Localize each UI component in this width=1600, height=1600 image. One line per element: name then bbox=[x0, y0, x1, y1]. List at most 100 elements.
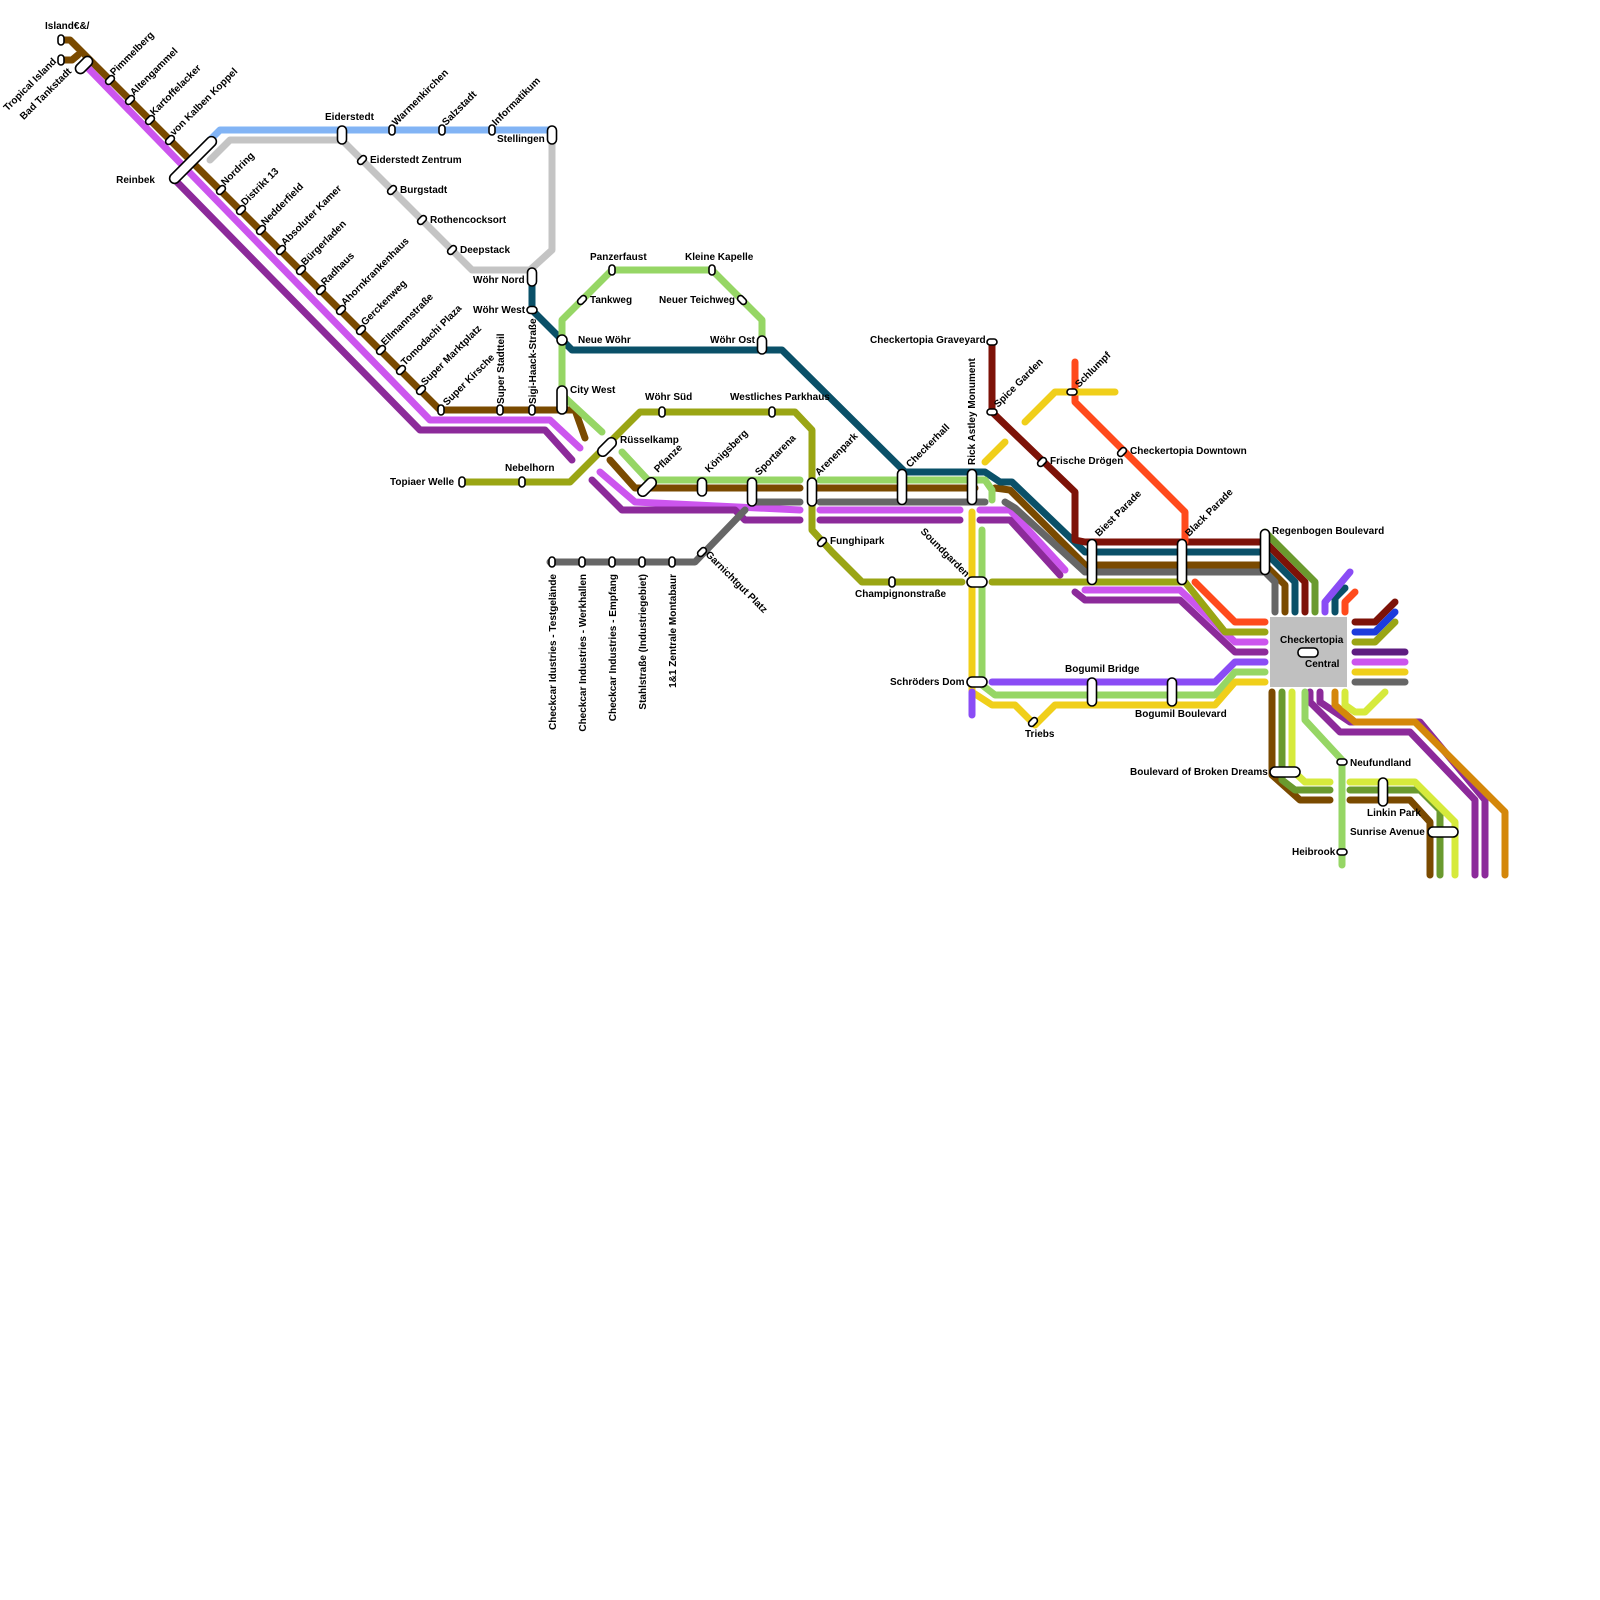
line-grey bbox=[546, 506, 749, 566]
station-marker-super-stadtteil[interactable] bbox=[496, 404, 504, 416]
station-label-checkertopia-graveyard: Checkertopia Graveyard bbox=[870, 335, 986, 346]
station-label-black-parade: Black Parade bbox=[1183, 487, 1236, 540]
station-marker-biest-parade[interactable] bbox=[1086, 538, 1098, 586]
station-marker-checkertopia-downtown[interactable] bbox=[1116, 446, 1128, 458]
station-marker-regenbogen-boulevard[interactable] bbox=[1259, 528, 1271, 576]
station-label-stahlstra-e-industriegebiet: Stahlstraße (Industriegebiet) bbox=[638, 574, 649, 710]
station-marker-soundgarden[interactable] bbox=[966, 576, 988, 588]
station-marker-gerckenweg[interactable] bbox=[355, 324, 367, 336]
line-brown-short bbox=[58, 51, 82, 64]
station-marker-neufundland[interactable] bbox=[1336, 758, 1348, 766]
station-marker-city-west[interactable] bbox=[556, 385, 568, 415]
station-marker-von-kalben-koppel[interactable] bbox=[164, 134, 176, 146]
station-marker-bogumil-boulevard[interactable] bbox=[1166, 677, 1178, 707]
station-marker-absoluter-kamer[interactable] bbox=[275, 244, 287, 256]
station-marker-super-kirsche[interactable] bbox=[437, 404, 445, 416]
station-marker-garnichtgut-platz[interactable] bbox=[696, 546, 708, 558]
station-marker-westliches-parkhaus[interactable] bbox=[768, 406, 776, 418]
line-amber bbox=[1331, 688, 1509, 879]
station-marker-pimmelberg[interactable] bbox=[104, 74, 116, 86]
station-marker-rothencocksort[interactable] bbox=[416, 214, 428, 226]
station-marker-schlumpf[interactable] bbox=[1066, 388, 1078, 396]
station-marker-1-1-zentrale-montabaur[interactable] bbox=[668, 556, 676, 568]
station-marker-kartoffelacker[interactable] bbox=[144, 114, 156, 126]
station-marker-checkcar-idustries-testgela-nde[interactable] bbox=[548, 556, 556, 568]
station-label-linkin-park: Linkin Park bbox=[1367, 808, 1421, 819]
station-marker-burgstadt[interactable] bbox=[386, 184, 398, 196]
station-marker-checkcar-industries-werkhallen[interactable] bbox=[578, 556, 586, 568]
station-marker-frische-dro-gen[interactable] bbox=[1036, 456, 1048, 468]
station-marker-checkcar-industries-empfang[interactable] bbox=[608, 556, 616, 568]
station-marker-neue-wo-hr[interactable] bbox=[555, 333, 569, 347]
station-marker-topiaer-welle[interactable] bbox=[458, 476, 466, 488]
station-marker-tropical-island[interactable] bbox=[57, 54, 65, 66]
station-label-triebs: Triebs bbox=[1025, 729, 1055, 740]
station-marker-black-parade[interactable] bbox=[1176, 538, 1188, 586]
station-marker-reinbek[interactable] bbox=[168, 135, 219, 186]
station-marker-super-marktplatz[interactable] bbox=[415, 384, 427, 396]
station-marker-eiderstedt-zentrum[interactable] bbox=[356, 154, 368, 166]
station-marker-sigi-haack-stra-e[interactable] bbox=[528, 404, 536, 416]
station-marker-triebs[interactable] bbox=[1027, 716, 1039, 728]
line-violet-east4 bbox=[1081, 586, 1269, 646]
station-marker-boulevard-of-broken-dreams[interactable] bbox=[1269, 766, 1301, 778]
station-marker-wo-hr-west[interactable] bbox=[526, 305, 538, 315]
station-label-sigi-haack-stra-e: Sigi-Haack-Straße bbox=[528, 318, 539, 404]
station-marker-champignonstra-e[interactable] bbox=[888, 576, 896, 588]
station-marker-nebelhorn[interactable] bbox=[518, 476, 526, 488]
station-marker-bad-tankstadt[interactable] bbox=[73, 54, 94, 75]
station-label-eiderstedt: Eiderstedt bbox=[325, 112, 375, 123]
station-marker-warmenkirchen[interactable] bbox=[388, 124, 396, 136]
station-label-eiderstedt-zentrum: Eiderstedt Zentrum bbox=[370, 155, 462, 166]
station-marker-radhaus[interactable] bbox=[315, 284, 327, 296]
station-marker-spice-garden[interactable] bbox=[986, 408, 998, 416]
station-label-garnichtgut-platz: Garnichtgut Platz bbox=[703, 549, 769, 615]
station-marker-neuer-teichweg[interactable] bbox=[736, 294, 748, 306]
station-marker-checkerhall[interactable] bbox=[896, 468, 908, 506]
station-marker-ahornkrankenhaus[interactable] bbox=[335, 304, 347, 316]
station-marker-heibrook[interactable] bbox=[1336, 848, 1348, 856]
station-marker-wo-hr-su-d[interactable] bbox=[658, 406, 666, 418]
station-marker-wo-hr-ost[interactable] bbox=[756, 335, 768, 355]
station-marker-checkertopia-graveyard[interactable] bbox=[986, 338, 998, 346]
station-marker-ru-sselkamp[interactable] bbox=[596, 436, 619, 459]
station-marker-bogumil-bridge[interactable] bbox=[1086, 677, 1098, 707]
station-marker-stellingen[interactable] bbox=[546, 125, 558, 145]
station-marker-distrikt-13[interactable] bbox=[235, 204, 247, 216]
station-label-sportarena: Sportarena bbox=[753, 433, 798, 478]
station-marker-altengammel[interactable] bbox=[124, 94, 136, 106]
station-marker-funghipark[interactable] bbox=[816, 536, 828, 548]
station-label-1-1-zentrale-montabaur: 1&1 Zentrale Montabaur bbox=[668, 574, 679, 688]
station-marker-tomodachi-plaza[interactable] bbox=[395, 364, 407, 376]
station-marker-sunrise-avenue[interactable] bbox=[1427, 826, 1459, 838]
station-label-informatikum: Informatikum bbox=[490, 75, 543, 128]
station-marker-schro-ders-dom[interactable] bbox=[966, 676, 988, 688]
station-marker-bu-rgerladen[interactable] bbox=[295, 264, 307, 276]
station-label-kleine-kapelle: Kleine Kapelle bbox=[685, 252, 754, 263]
station-marker-wo-hr-nord[interactable] bbox=[526, 267, 538, 287]
station-marker-sportarena[interactable] bbox=[746, 477, 758, 507]
station-marker-kleine-kapelle[interactable] bbox=[708, 264, 716, 276]
station-marker-deepstack[interactable] bbox=[446, 244, 458, 256]
station-marker-nordring[interactable] bbox=[215, 184, 227, 196]
station-marker-nedderfield[interactable] bbox=[255, 224, 267, 236]
station-marker-eiderstedt[interactable] bbox=[336, 125, 348, 145]
station-marker-rick-astley-monument[interactable] bbox=[966, 468, 978, 506]
station-marker-ko-nigsberg[interactable] bbox=[696, 477, 708, 497]
station-label-distrikt-13: Distrikt 13 bbox=[239, 166, 281, 208]
station-marker-panzerfaust[interactable] bbox=[608, 264, 616, 276]
station-marker-arenenpark[interactable] bbox=[806, 477, 818, 507]
station-marker-linkin-park[interactable] bbox=[1377, 777, 1389, 807]
station-marker-pflanze[interactable] bbox=[636, 476, 659, 499]
station-marker-stahlstra-e-industriegebiet[interactable] bbox=[638, 556, 646, 568]
station-marker-salzstadt[interactable] bbox=[438, 124, 446, 136]
station-marker-tankweg[interactable] bbox=[576, 294, 588, 306]
station-marker-informatikum[interactable] bbox=[488, 124, 496, 136]
station-label-arenenpark: Arenenpark bbox=[813, 431, 860, 478]
hub-station-marker[interactable] bbox=[1297, 647, 1319, 658]
station-marker-island[interactable] bbox=[57, 34, 65, 46]
station-marker-ellmannstra-e[interactable] bbox=[375, 344, 387, 356]
station-label-ru-sselkamp: Rüsselkamp bbox=[620, 435, 679, 446]
station-label-neue-wo-hr: Neue Wöhr bbox=[578, 335, 631, 346]
station-label-nordring: Nordring bbox=[219, 150, 257, 188]
